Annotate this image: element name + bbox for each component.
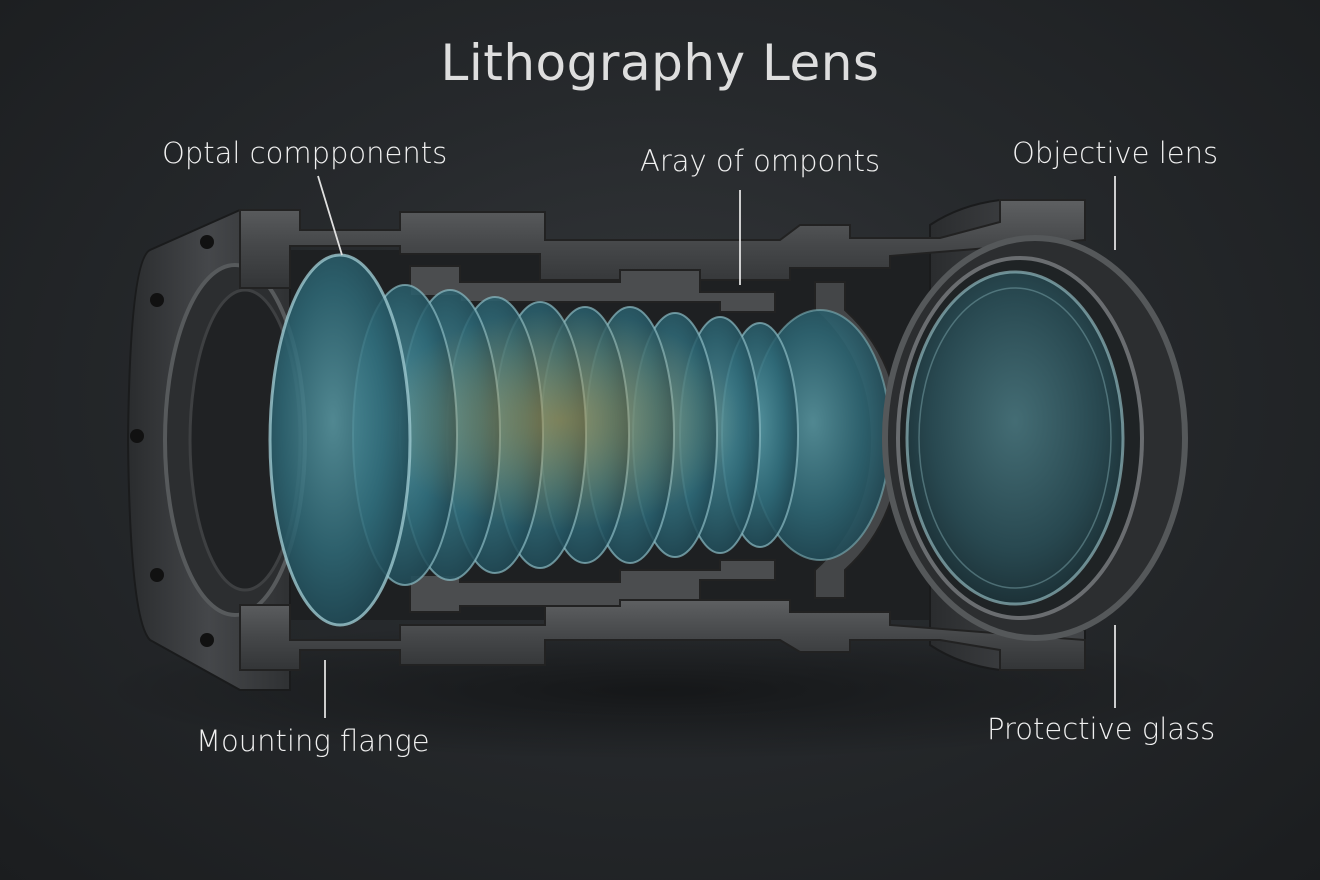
lens-element-front — [268, 253, 412, 627]
lens-stack — [268, 253, 891, 627]
label-protective-glass: Protective glass — [987, 712, 1216, 746]
diagram-title: Lithography Lens — [440, 34, 880, 92]
bolt-hole — [150, 293, 164, 307]
drop-shadow — [100, 620, 1220, 760]
bolt-hole — [150, 568, 164, 582]
objective-lens — [882, 235, 1188, 641]
leader-line-optical — [317, 175, 343, 256]
label-array-of-components: Aray of omponts — [640, 144, 881, 178]
label-mounting-flange: Mounting flange — [196, 724, 430, 758]
amber-glow — [380, 310, 740, 530]
inner-sleeve-lower — [409, 559, 776, 613]
bolt-hole — [200, 235, 214, 249]
bolt-hole — [200, 633, 214, 647]
barrel-wall-lower — [239, 599, 1086, 671]
label-objective-lens: Objective lens — [1012, 136, 1219, 170]
protective-glass — [905, 270, 1125, 606]
label-optical-components: Optal compponents — [162, 136, 448, 170]
barrel-wall-upper — [239, 199, 1086, 289]
bolt-hole — [130, 429, 144, 443]
